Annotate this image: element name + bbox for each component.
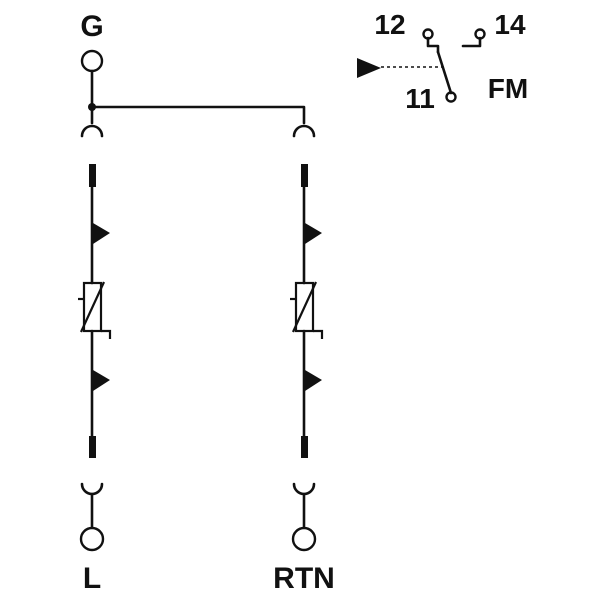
ground-label: G	[80, 10, 103, 43]
return-terminal	[291, 526, 317, 552]
contact-11-label: 11	[405, 83, 435, 114]
remote-signal-contact: 12 14 11 FM	[357, 9, 528, 114]
actuator-arrow-icon	[357, 58, 381, 78]
left-varistor	[78, 281, 112, 339]
fm-label: FM	[488, 73, 528, 104]
ground-terminal	[80, 49, 104, 73]
contact-14-lead	[461, 36, 482, 48]
return-label: RTN	[273, 562, 335, 595]
contact-12-label: 12	[374, 9, 405, 40]
left-plug-socket-bottom	[80, 482, 104, 496]
right-plug-socket-bottom	[292, 482, 316, 496]
left-spark-gap-arrow-lower	[93, 370, 110, 391]
right-spark-gap-arrow-upper	[305, 223, 322, 244]
left-plug-pin-bottom	[89, 436, 96, 458]
right-spark-gap-arrow-lower	[305, 370, 322, 391]
right-plug-pin-top	[301, 164, 308, 187]
line-label: L	[83, 562, 101, 595]
switch-blade	[436, 50, 453, 95]
right-protection-branch	[290, 164, 324, 458]
left-spark-gap-arrow-upper	[93, 223, 110, 244]
right-plug-socket-top	[292, 124, 316, 138]
left-plug-pin-top	[89, 164, 96, 187]
left-protection-branch	[78, 164, 112, 458]
line-terminal	[79, 526, 105, 552]
ground-bus-wire	[90, 105, 306, 125]
contact-12-lead	[426, 36, 440, 54]
left-plug-socket-top	[80, 124, 104, 138]
right-varistor	[290, 281, 324, 339]
contact-14-label: 14	[494, 9, 526, 40]
right-plug-pin-bottom	[301, 436, 308, 458]
